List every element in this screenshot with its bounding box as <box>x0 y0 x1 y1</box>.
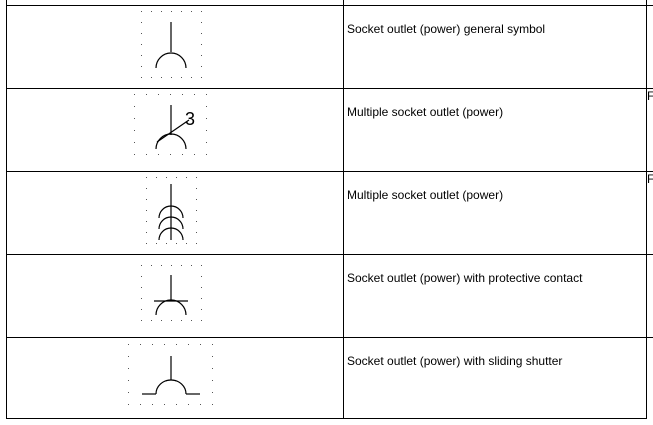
table-rule <box>343 0 344 419</box>
table-row: Multiple socket outlet (power) <box>6 172 646 254</box>
edge-clipped-text: F <box>647 172 653 186</box>
row-description: Socket outlet (power) with protective co… <box>347 271 583 285</box>
table-row: Socket outlet (power) with protective co… <box>6 255 646 337</box>
symbol-cell <box>6 6 343 88</box>
table-row: Socket outlet (power) general symbol <box>6 6 646 88</box>
multiple-socket-outlet-numbered-icon <box>134 94 207 155</box>
table-rule <box>6 0 7 419</box>
table-rule <box>6 337 653 338</box>
edge-clipped-text: F <box>647 89 653 103</box>
multiple-socket-outlet-stacked-icon <box>146 177 197 244</box>
row-description: Socket outlet (power) with sliding shutt… <box>347 354 563 368</box>
table-row: Socket outlet (power) with sliding shutt… <box>6 338 646 418</box>
table-row: 3 Multiple socket outlet (power) <box>6 89 646 171</box>
symbol-cell <box>6 255 343 337</box>
symbol-number: 3 <box>185 109 196 129</box>
socket-outlet-sliding-shutter-icon <box>128 344 213 405</box>
table-rule <box>6 254 653 255</box>
socket-outlet-general-icon <box>141 11 202 78</box>
table-rule <box>6 5 653 6</box>
row-description: Socket outlet (power) general symbol <box>347 22 546 36</box>
symbol-cell <box>6 172 343 254</box>
row-description: Multiple socket outlet (power) <box>347 105 504 119</box>
symbol-cell <box>6 338 343 420</box>
table-rule <box>6 171 653 172</box>
row-description: Multiple socket outlet (power) <box>347 188 504 202</box>
socket-outlet-protective-contact-icon <box>141 265 202 321</box>
table-rule <box>6 88 653 89</box>
table-rule <box>6 418 647 419</box>
symbol-cell: 3 <box>6 89 343 171</box>
table-rule <box>646 0 647 419</box>
